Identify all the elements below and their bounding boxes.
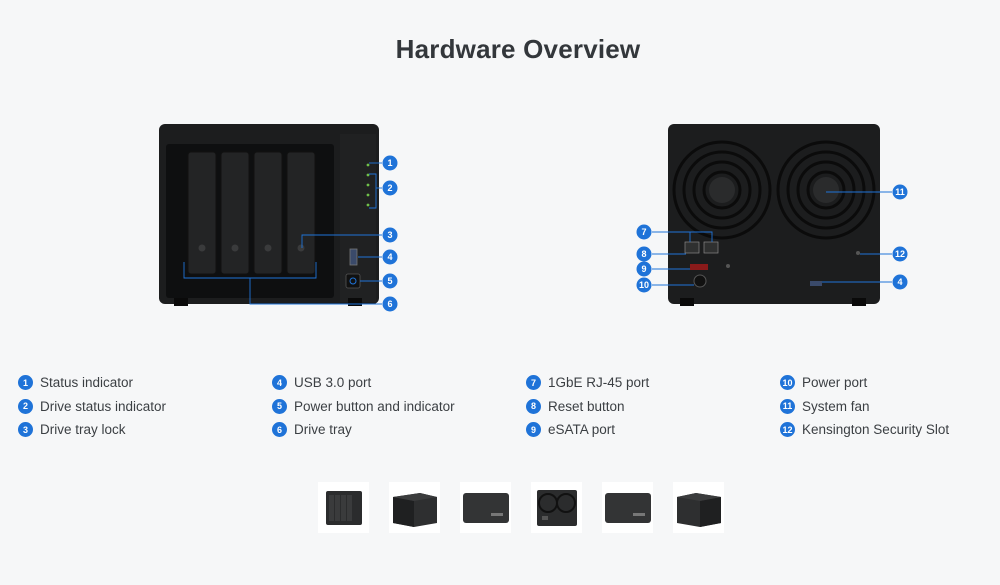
legend-item: 6 Drive tray xyxy=(272,418,522,442)
number-badge: 6 xyxy=(272,422,287,438)
front-view-thumbnail-image xyxy=(325,490,362,525)
legend-item: 2 Drive status indicator xyxy=(18,395,268,419)
legend-column-1: 1 Status indicator 2 Drive status indicato… xyxy=(18,371,268,442)
legend-label: 1GbE RJ-45 port xyxy=(548,375,650,391)
rear-callout-12: 12 xyxy=(895,249,905,259)
legend-label: Power port xyxy=(802,375,868,391)
number-badge: 10 xyxy=(780,375,795,391)
angled-view-thumbnail-image xyxy=(392,492,437,527)
front-callout-4: 4 xyxy=(387,252,392,262)
legend-item: 7 1GbE RJ-45 port xyxy=(526,371,776,395)
front-callout-3: 3 xyxy=(387,230,392,240)
thumbnail-top-view[interactable] xyxy=(460,482,511,533)
legend-item: 10 Power port xyxy=(780,371,1000,395)
rear-callout-7: 7 xyxy=(641,227,646,237)
top-view-thumbnail-image xyxy=(462,492,509,523)
rear-callout-8: 8 xyxy=(641,249,646,259)
rear-view-diagram: 7 8 9 10 11 12 4 xyxy=(636,124,908,306)
legend-label: Drive status indicator xyxy=(40,398,167,414)
number-badge: 3 xyxy=(18,422,33,438)
rear-callout-11: 11 xyxy=(895,187,905,197)
rear-callout-9: 9 xyxy=(641,264,646,274)
front-view-diagram: 1 2 3 4 5 6 xyxy=(159,124,398,312)
legend-column-4: 10 Power port 11 System fan 12 Kensington S… xyxy=(780,371,1000,442)
number-badge: 12 xyxy=(780,422,795,438)
legend-label: Drive tray lock xyxy=(40,422,126,438)
thumbnail-angled-rear-view[interactable] xyxy=(673,482,724,533)
number-badge: 4 xyxy=(272,375,287,391)
legend-label: USB 3.0 port xyxy=(294,375,372,391)
front-callout-6: 6 xyxy=(387,299,392,309)
legend-item: 11 System fan xyxy=(780,395,1000,419)
front-callout-2: 2 xyxy=(387,183,392,193)
rear-view-thumbnail-image xyxy=(536,489,577,526)
number-badge: 2 xyxy=(18,398,33,414)
legend-column-2: 4 USB 3.0 port 5 Power button and indicato… xyxy=(272,371,522,442)
front-callout-5: 5 xyxy=(387,276,392,286)
number-badge: 1 xyxy=(18,375,33,391)
legend-item: 4 USB 3.0 port xyxy=(272,371,522,395)
legend-item: 1 Status indicator xyxy=(18,371,268,395)
thumbnail-rear-view[interactable] xyxy=(531,482,582,533)
legend-item: 9 eSATA port xyxy=(526,418,776,442)
thumbnail-front-view[interactable] xyxy=(318,482,369,533)
thumbnail-side-view[interactable] xyxy=(602,482,653,533)
thumbnail-angled-view[interactable] xyxy=(389,482,440,533)
legend-column-3: 7 1GbE RJ-45 port 8 Reset button 9 eSATA po… xyxy=(526,371,776,442)
rear-callout-10: 10 xyxy=(639,280,649,290)
number-badge: 5 xyxy=(272,398,287,414)
legend-label: Power button and indicator xyxy=(294,398,455,414)
legend-item: 12 Kensington Security Slot xyxy=(780,418,1000,442)
angled-rear-view-thumbnail-image xyxy=(676,492,721,527)
number-badge: 9 xyxy=(526,422,541,438)
legend-label: System fan xyxy=(802,398,870,414)
page-title: Hardware Overview xyxy=(395,34,641,64)
legend-label: Reset button xyxy=(548,398,625,414)
legend-label: Kensington Security Slot xyxy=(802,422,950,438)
legend-item: 8 Reset button xyxy=(526,395,776,419)
legend-item: 5 Power button and indicator xyxy=(272,395,522,419)
side-view-thumbnail-image xyxy=(604,492,651,523)
rear-callout-4: 4 xyxy=(897,277,902,287)
legend-label: eSATA port xyxy=(548,422,616,438)
front-callout-1: 1 xyxy=(387,158,392,168)
legend-label: Status indicator xyxy=(40,375,134,391)
legend-item: 3 Drive tray lock xyxy=(18,418,268,442)
number-badge: 11 xyxy=(780,398,795,414)
legend-label: Drive tray xyxy=(294,422,352,438)
number-badge: 8 xyxy=(526,398,541,414)
number-badge: 7 xyxy=(526,375,541,391)
thumbnail-strip xyxy=(318,482,724,533)
